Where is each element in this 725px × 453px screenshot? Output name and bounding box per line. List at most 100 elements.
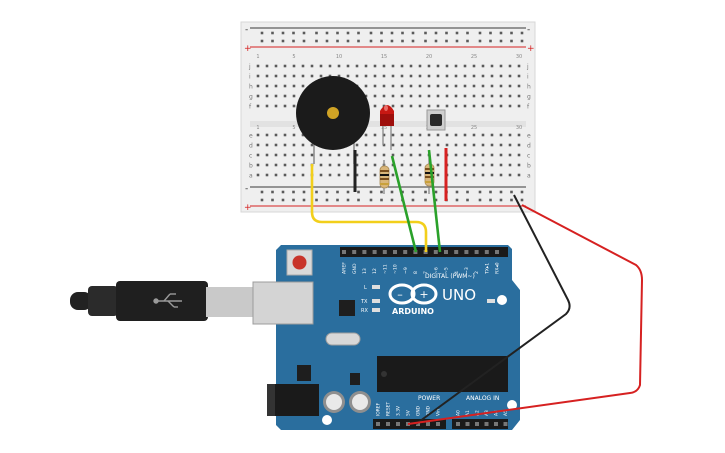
row-label: e bbox=[527, 133, 531, 140]
breadboard-hole bbox=[499, 64, 503, 68]
breadboard-hole bbox=[373, 94, 377, 98]
row-label: j bbox=[526, 64, 529, 71]
column-number: 25 bbox=[471, 54, 477, 60]
rail-hole bbox=[434, 31, 438, 35]
breadboard-hole bbox=[301, 133, 305, 137]
breadboard-hole bbox=[355, 74, 359, 78]
breadboard-hole bbox=[292, 163, 296, 167]
rail-hole bbox=[424, 39, 427, 43]
rail-hole bbox=[455, 39, 459, 43]
row-label: f bbox=[249, 104, 252, 111]
breadboard-hole bbox=[481, 94, 485, 98]
breadboard-hole bbox=[364, 173, 368, 177]
breadboard-hole bbox=[490, 94, 494, 98]
rail-hole bbox=[478, 198, 482, 202]
breadboard-hole bbox=[463, 84, 467, 88]
digital-pin-label: GND bbox=[352, 263, 358, 274]
breadboard-hole bbox=[436, 64, 440, 68]
breadboard-hole bbox=[274, 84, 278, 88]
rail-hole bbox=[325, 39, 329, 43]
breadboard-hole bbox=[346, 173, 350, 177]
digital-pin-label: RX◂0 bbox=[495, 262, 501, 274]
rail-hole bbox=[357, 198, 360, 202]
breadboard-hole bbox=[508, 153, 512, 157]
breadboard-hole bbox=[319, 163, 323, 167]
row-label: c bbox=[527, 153, 530, 160]
breadboard-hole bbox=[445, 133, 449, 137]
breadboard-hole bbox=[400, 173, 404, 177]
breadboard-hole bbox=[481, 163, 485, 167]
breadboard-hole bbox=[256, 133, 260, 137]
breadboard-hole bbox=[382, 104, 386, 108]
breadboard-hole bbox=[517, 64, 521, 68]
breadboard-hole bbox=[490, 133, 494, 137]
breadboard-hole bbox=[481, 143, 485, 147]
breadboard-hole bbox=[364, 94, 368, 98]
rail-hole bbox=[499, 39, 503, 43]
rail-hole bbox=[466, 198, 469, 202]
breadboard-hole bbox=[508, 104, 512, 108]
reset-button[interactable] bbox=[286, 249, 313, 276]
analog-pin-hole bbox=[475, 422, 479, 426]
rail-hole bbox=[424, 198, 427, 202]
breadboard-hole bbox=[292, 74, 296, 78]
rail-hole bbox=[499, 198, 503, 202]
analog-pin-label: A5 bbox=[503, 410, 509, 416]
breadboard-hole bbox=[454, 64, 458, 68]
rail-hole bbox=[325, 31, 329, 35]
digital-pin-label: ~10 bbox=[393, 264, 399, 274]
breadboard-hole bbox=[328, 173, 332, 177]
rail-hole bbox=[260, 39, 264, 43]
breadboard-hole bbox=[427, 84, 431, 88]
breadboard-hole bbox=[274, 133, 278, 137]
breadboard-hole bbox=[463, 153, 467, 157]
breadboard-hole bbox=[310, 64, 314, 68]
rail-hole bbox=[369, 198, 373, 202]
breadboard-hole bbox=[508, 64, 512, 68]
breadboard-hole bbox=[373, 153, 377, 157]
logo-plus-glyph: + bbox=[419, 288, 428, 301]
breadboard-hole bbox=[463, 74, 467, 78]
breadboard-hole bbox=[499, 84, 503, 88]
digital-pin-label: ~9 bbox=[403, 267, 409, 274]
breadboard-hole bbox=[418, 163, 422, 167]
digital-pin-hole bbox=[484, 250, 489, 254]
breadboard-hole bbox=[310, 74, 314, 78]
rail-hole bbox=[302, 31, 306, 35]
breadboard-hole bbox=[283, 143, 287, 147]
digital-pin-label: 12 bbox=[372, 268, 378, 274]
breadboard-hole bbox=[265, 173, 269, 177]
crystal-oscillator bbox=[325, 332, 361, 346]
digital-pin-hole bbox=[403, 250, 408, 254]
breadboard-hole bbox=[499, 133, 503, 137]
rail-hole bbox=[478, 190, 482, 194]
breadboard-hole bbox=[274, 74, 278, 78]
rail-hole bbox=[369, 39, 373, 43]
breadboard-hole bbox=[499, 173, 503, 177]
breadboard-hole bbox=[319, 153, 323, 157]
rail-hole bbox=[380, 190, 383, 194]
breadboard-hole bbox=[517, 74, 521, 78]
breadboard-hole bbox=[391, 153, 395, 157]
breadboard-hole bbox=[445, 64, 449, 68]
rail-hole bbox=[260, 190, 264, 194]
breadboard-hole bbox=[337, 74, 341, 78]
digital-pin-hole bbox=[495, 250, 499, 254]
breadboard-hole bbox=[355, 163, 359, 167]
breadboard-hole bbox=[364, 84, 368, 88]
breadboard-hole bbox=[265, 133, 269, 137]
breadboard-hole bbox=[391, 74, 395, 78]
logo-text: ARDUINO bbox=[392, 307, 434, 316]
rail-hole bbox=[271, 190, 274, 194]
breadboard-hole bbox=[499, 153, 503, 157]
column-number: 15 bbox=[381, 54, 387, 60]
breadboard-hole bbox=[436, 104, 440, 108]
rail-minus-symbol-right: - bbox=[527, 25, 530, 35]
red-power-wire bbox=[407, 204, 644, 425]
usb-icon bbox=[153, 293, 182, 308]
breadboard-hole bbox=[409, 133, 413, 137]
breadboard-hole bbox=[499, 104, 503, 108]
power-pin-hole bbox=[436, 422, 440, 426]
breadboard-hole bbox=[265, 64, 269, 68]
breadboard-hole bbox=[445, 104, 449, 108]
